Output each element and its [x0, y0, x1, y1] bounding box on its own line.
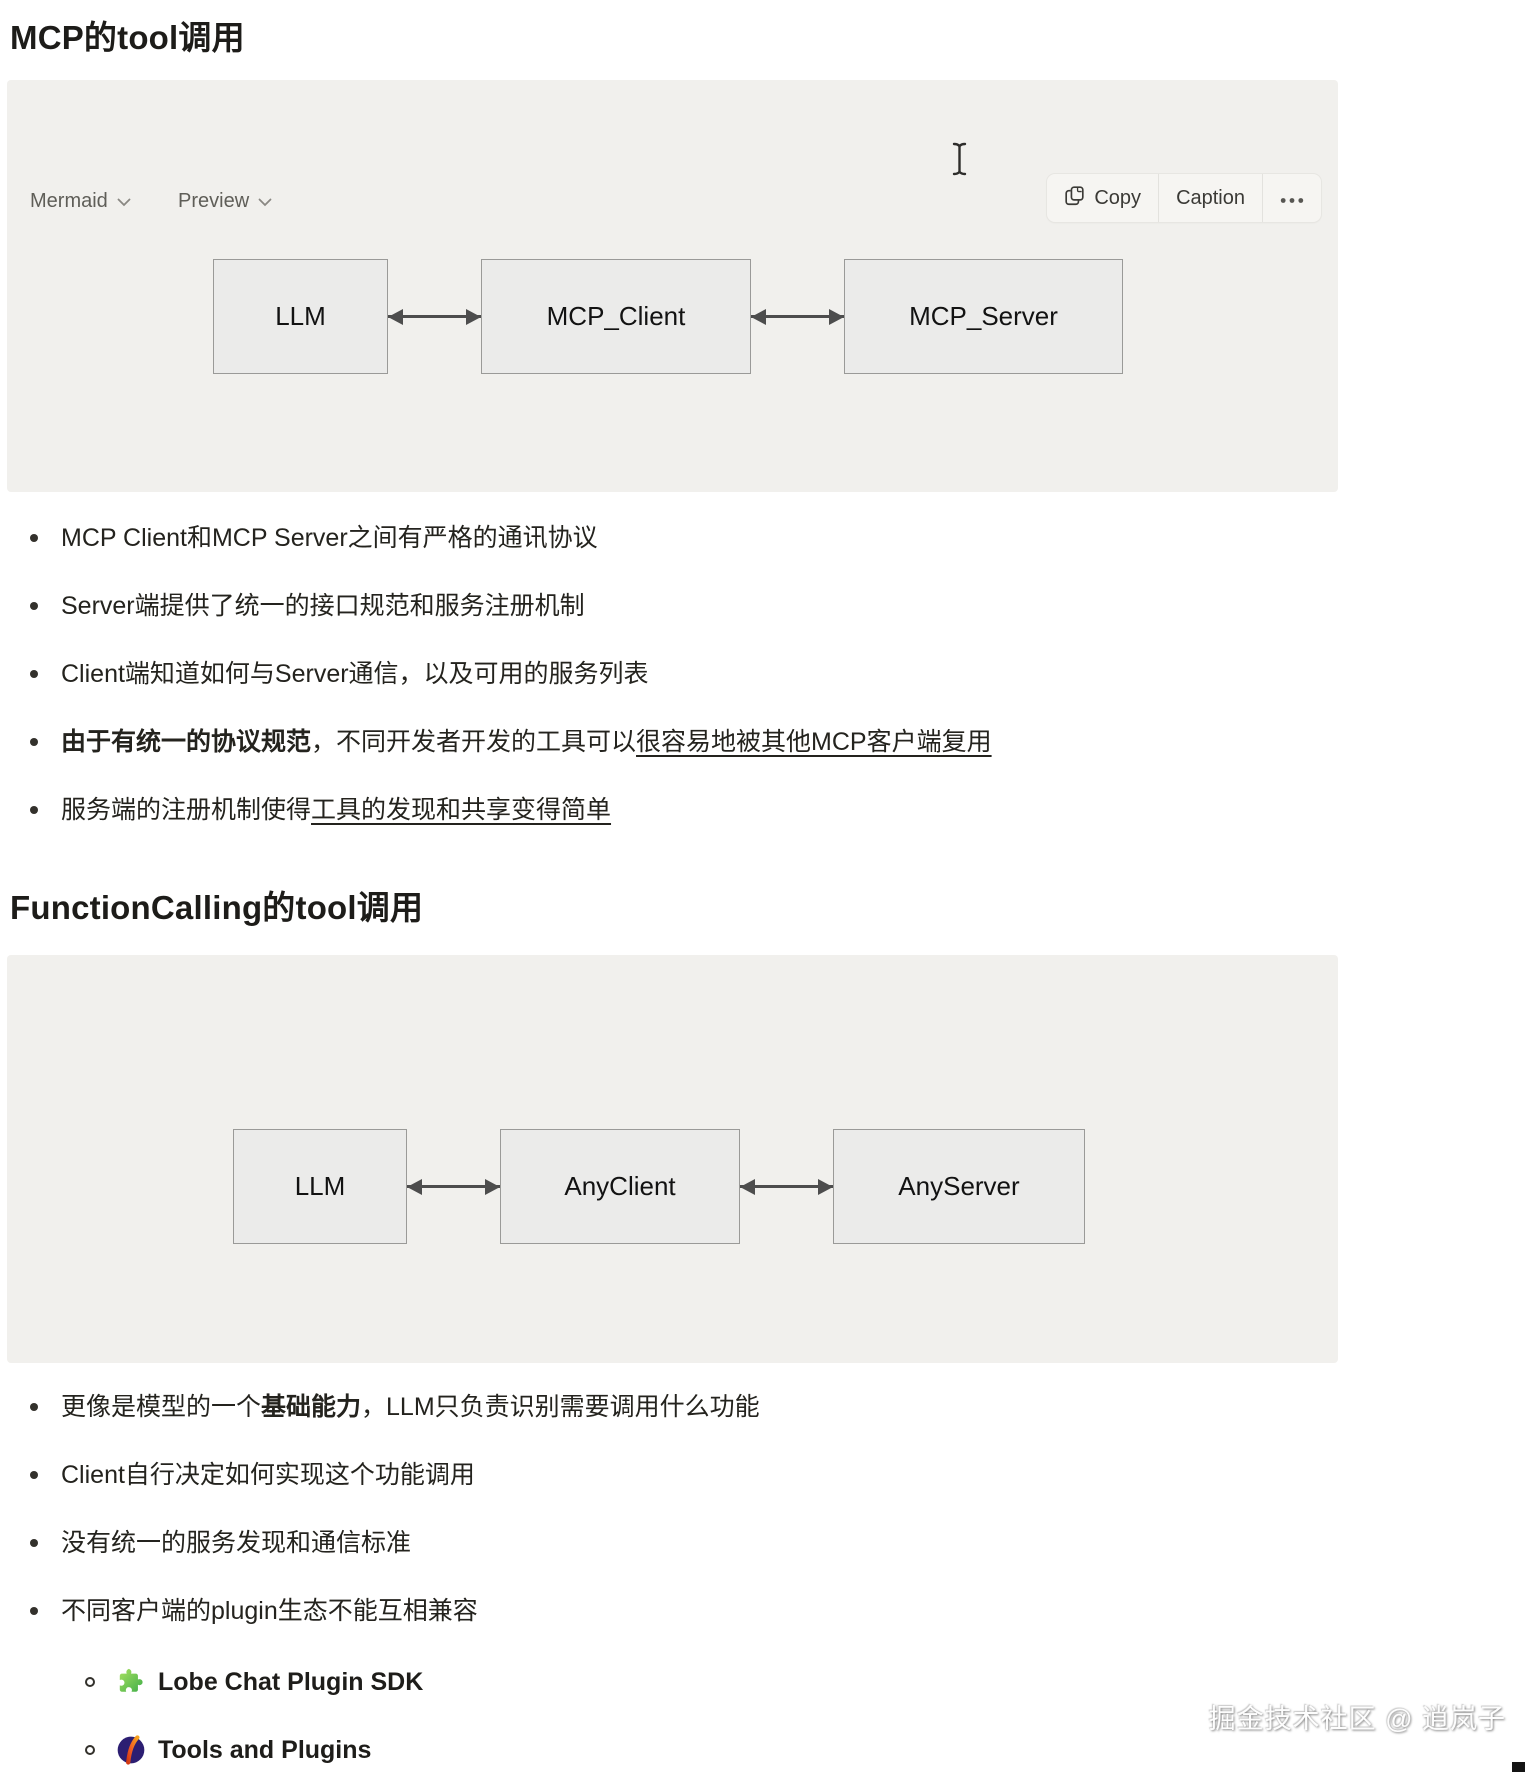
text-cursor-icon — [951, 141, 968, 182]
block-actions: Copy Caption — [1047, 174, 1321, 222]
sub-list: Lobe Chat Plugin SDK Tools and Plugins — [22, 1662, 760, 1770]
list-item: Client自行决定如何实现这个功能调用 — [22, 1458, 760, 1492]
bullet-list-2: 更像是模型的一个基础能力，LLM只负责识别需要调用什么功能 Client自行决定如… — [22, 1390, 760, 1773]
page-link[interactable]: Tools and Plugins — [158, 1735, 372, 1764]
copy-button[interactable]: Copy — [1047, 174, 1158, 222]
mermaid-code-block-1: Mermaid Preview Copy — [7, 80, 1338, 492]
bullet-dot — [30, 738, 38, 746]
caption-button-label: Caption — [1176, 186, 1245, 209]
list-item-text: Client自行决定如何实现这个功能调用 — [61, 1461, 475, 1489]
list-item: 由于有统一的协议规范，不同开发者开发的工具可以很容易地被其他MCP客户端复用 — [22, 725, 992, 759]
diagram-node-MCP_Client: MCP_Client — [481, 259, 751, 374]
copy-button-label: Copy — [1094, 186, 1142, 209]
diagram-node-LLM: LLM — [233, 1129, 407, 1244]
bullet-dot — [30, 602, 38, 610]
list-item-text: 更像是模型的一个基础能力，LLM只负责识别需要调用什么功能 — [61, 1393, 760, 1421]
section2-heading: FunctionCalling的tool调用 — [10, 889, 424, 926]
diagram-node-LLM: LLM — [213, 259, 388, 374]
list-item: 不同客户端的plugin生态不能互相兼容 — [22, 1594, 760, 1628]
list-item-text: 服务端的注册机制使得工具的发现和共享变得简单 — [61, 796, 612, 824]
diagram-node-AnyServer: AnyServer — [833, 1129, 1085, 1244]
view-selector-label: Preview — [178, 190, 250, 212]
mermaid-code-block-2: LLM AnyClient AnyServer — [7, 955, 1338, 1363]
mermaid-diagram-1: LLM MCP_Client MCP_Server — [213, 259, 1123, 374]
more-button[interactable] — [1262, 174, 1321, 222]
list-item-text: MCP Client和MCP Server之间有严格的通讯协议 — [61, 524, 598, 552]
list-item: MCP Client和MCP Server之间有严格的通讯协议 — [22, 521, 992, 555]
list-item-text: 由于有统一的协议规范，不同开发者开发的工具可以很容易地被其他MCP客户端复用 — [61, 728, 992, 756]
view-selector[interactable]: Preview — [178, 190, 272, 213]
diagram-node-MCP_Server: MCP_Server — [844, 259, 1123, 374]
bullet-dot — [30, 670, 38, 678]
diagram-node-AnyClient: AnyClient — [500, 1129, 740, 1244]
bullet-dot — [30, 1539, 38, 1547]
bullet-dot — [30, 806, 38, 814]
list-item-text: Server端提供了统一的接口规范和服务注册机制 — [61, 592, 585, 620]
chevron-down-icon — [258, 190, 272, 213]
bullet-dot — [30, 1403, 38, 1411]
corner-mark — [1512, 1762, 1525, 1772]
list-item: 没有统一的服务发现和通信标准 — [22, 1526, 760, 1560]
list-item-text: 没有统一的服务发现和通信标准 — [61, 1529, 412, 1557]
list-item: 服务端的注册机制使得工具的发现和共享变得简单 — [22, 793, 992, 827]
bullet-dot — [30, 1471, 38, 1479]
mermaid-diagram-2: LLM AnyClient AnyServer — [233, 1129, 1085, 1244]
copy-icon — [1064, 185, 1085, 212]
list-item-text: Client端知道如何与Server通信，以及可用的服务列表 — [61, 660, 649, 688]
sub-list-item: Tools and Plugins — [22, 1730, 760, 1770]
chevron-down-icon — [117, 190, 131, 213]
bullet-dot — [30, 1607, 38, 1615]
bullet-list-1: MCP Client和MCP Server之间有严格的通讯协议 Server端提供… — [22, 521, 992, 861]
bullet-dot — [30, 534, 38, 542]
bidirectional-arrow-icon — [388, 307, 481, 326]
ellipsis-icon — [1280, 187, 1304, 210]
sub-list-item: Lobe Chat Plugin SDK — [22, 1662, 760, 1702]
puzzle-icon — [114, 1665, 148, 1699]
list-item: Server端提供了统一的接口规范和服务注册机制 — [22, 589, 992, 623]
list-item: 更像是模型的一个基础能力，LLM只负责识别需要调用什么功能 — [22, 1390, 760, 1424]
list-item-text: 不同客户端的plugin生态不能互相兼容 — [61, 1597, 478, 1625]
bidirectional-arrow-icon — [740, 1177, 833, 1196]
section1-heading: MCP的tool调用 — [10, 19, 245, 56]
page-link[interactable]: Lobe Chat Plugin SDK — [158, 1667, 424, 1696]
language-selector-label: Mermaid — [30, 190, 108, 212]
list-item: Client端知道如何与Server通信，以及可用的服务列表 — [22, 657, 992, 691]
bidirectional-arrow-icon — [751, 307, 844, 326]
comet-icon — [114, 1733, 148, 1767]
language-selector[interactable]: Mermaid — [30, 190, 131, 213]
watermark: 掘金技术社区 @ 逍岚子 — [1208, 1704, 1506, 1734]
hollow-bullet — [85, 1745, 95, 1755]
bidirectional-arrow-icon — [407, 1177, 500, 1196]
hollow-bullet — [85, 1677, 95, 1687]
caption-button[interactable]: Caption — [1158, 174, 1262, 222]
